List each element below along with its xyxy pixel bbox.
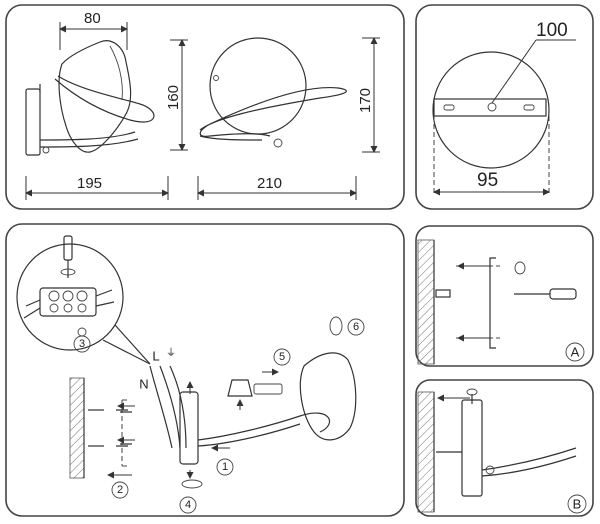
svg-text:3: 3 <box>79 338 85 350</box>
dim-front-width: 210 <box>197 175 357 200</box>
mounting-bracket <box>433 98 547 117</box>
rotate-arrow-icon <box>329 316 343 336</box>
step-marker-2: 2 <box>111 481 129 499</box>
dimensions-panel: 80 160 195 210 <box>5 4 405 210</box>
svg-text:1: 1 <box>222 461 228 473</box>
dim-210-label: 210 <box>257 175 282 192</box>
terminal-block <box>39 287 97 317</box>
dim-160-label: 160 <box>165 85 182 110</box>
wall-section-b <box>417 391 435 513</box>
wall-bracket <box>107 399 135 479</box>
step-marker-3: 3 <box>73 335 91 353</box>
dim-100-label: 100 <box>536 20 568 41</box>
step-marker-6: 6 <box>347 318 365 336</box>
installation-panel: N L ⏚ 1 2 3 4 <box>5 223 405 517</box>
detail-b-panel: B <box>415 379 594 517</box>
canopy-disc <box>432 51 550 169</box>
step-marker-5: 5 <box>273 348 291 366</box>
wall-section <box>69 377 85 479</box>
side-view <box>25 40 155 156</box>
svg-text:6: 6 <box>353 321 359 333</box>
bracket-a <box>489 257 496 349</box>
svg-text:4: 4 <box>185 499 191 511</box>
live-label: L <box>152 349 159 364</box>
arm-b <box>481 447 577 471</box>
dim-side-width: 195 <box>25 175 169 200</box>
dim-95-label: 95 <box>477 170 498 191</box>
canopy-panel: 100 95 <box>415 4 594 210</box>
dim-side-depth: 80 <box>59 10 128 50</box>
dim-side-height: 160 <box>165 39 188 151</box>
earth-symbol-icon: ⏚ <box>166 347 176 359</box>
step-marker-4: 4 <box>179 496 197 514</box>
detail-b-label: B <box>573 497 582 512</box>
step-marker-1: 1 <box>216 458 234 476</box>
detail-a-label: A <box>571 345 580 360</box>
bulb <box>253 383 283 395</box>
terminal-block-detail <box>16 235 151 365</box>
svg-text:2: 2 <box>117 484 123 496</box>
dim-170-label: 170 <box>357 88 374 113</box>
leader-100 <box>491 39 537 104</box>
svg-text:5: 5 <box>279 351 285 363</box>
dim-195-label: 195 <box>77 175 102 192</box>
dim-front-height: 170 <box>357 37 380 153</box>
lamp-arm <box>197 412 331 441</box>
front-view <box>199 37 347 148</box>
lamp-holder <box>227 379 253 397</box>
neutral-label: N <box>139 377 148 392</box>
glass-shade <box>58 40 132 153</box>
neutral-wire <box>149 365 173 449</box>
nut-icon <box>181 479 203 489</box>
earth-wire <box>169 365 187 449</box>
canopy-plate <box>179 391 199 465</box>
wall-section-a <box>417 239 435 365</box>
live-wire <box>159 365 181 449</box>
detail-a-panel: A <box>415 225 594 367</box>
wall-plug <box>435 289 451 298</box>
glass-shade-install <box>299 352 357 441</box>
dim-80-label: 80 <box>84 10 101 27</box>
wall-plate <box>25 88 41 156</box>
